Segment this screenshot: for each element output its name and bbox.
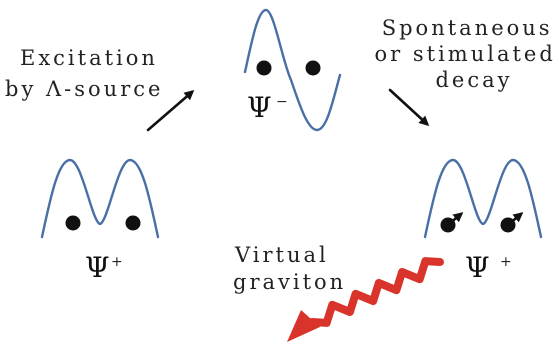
wavefunction-curve bbox=[40, 158, 160, 239]
spin-arrow bbox=[447, 212, 464, 226]
spin-arrow bbox=[507, 212, 524, 226]
state-superscript: + bbox=[500, 254, 512, 270]
graviton-label-line: Virtual bbox=[234, 243, 329, 267]
state-superscript: − bbox=[276, 94, 288, 110]
decay-label-line: or stimulated bbox=[375, 42, 556, 66]
particle-dot bbox=[65, 215, 81, 231]
ground-state-left: Ψ + bbox=[40, 158, 160, 284]
graviton-label-line: graviton bbox=[233, 270, 346, 294]
excitation-label: Excitation by Λ-source bbox=[5, 46, 168, 101]
excited-state: Ψ − bbox=[243, 8, 342, 132]
decay-arrow bbox=[388, 88, 430, 127]
particle-dot bbox=[305, 60, 321, 76]
graviton-arrowhead bbox=[287, 310, 320, 342]
graviton-wave bbox=[308, 257, 444, 327]
graviton-arrow bbox=[287, 257, 444, 342]
particle-dot bbox=[256, 60, 272, 76]
graviton-label: Virtual graviton bbox=[233, 243, 346, 294]
state-symbol: Ψ bbox=[247, 91, 272, 124]
excitation-label-line: by Λ-source bbox=[5, 77, 163, 101]
excitation-label-line: Excitation bbox=[20, 46, 158, 70]
state-symbol: Ψ bbox=[465, 251, 490, 284]
wavefunction-curve bbox=[243, 8, 342, 132]
particle-dot bbox=[125, 215, 141, 231]
state-superscript: + bbox=[111, 254, 123, 270]
wavefunction-curve bbox=[423, 158, 543, 239]
decay-label-line: decay bbox=[435, 68, 512, 92]
ground-state-right: Ψ + bbox=[423, 158, 543, 284]
decay-label: Spontaneous or stimulated decay bbox=[375, 16, 560, 92]
excitation-arrow bbox=[146, 90, 195, 132]
decay-label-line: Spontaneous bbox=[382, 16, 553, 40]
state-symbol: Ψ bbox=[85, 251, 110, 284]
